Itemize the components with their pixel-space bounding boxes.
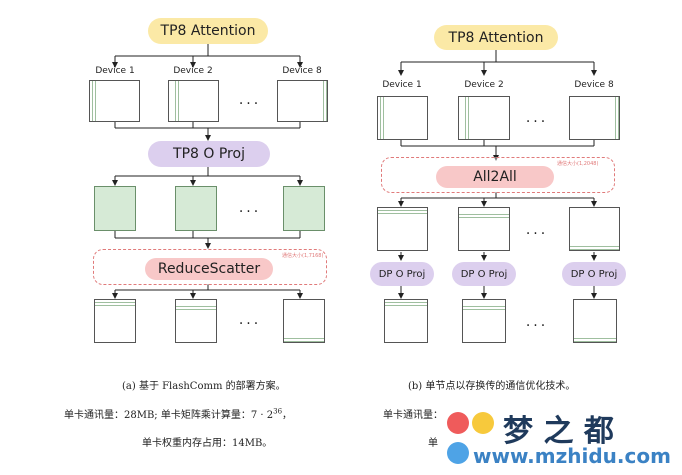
right-tp8-attention-node: TP8 Attention (434, 25, 558, 50)
watermark-url: www.mzhidu.com (473, 444, 671, 468)
right-caption: (b) 单节点以存换传的通信优化技术。 (408, 381, 576, 392)
watermark-red-chat-icon (447, 412, 469, 434)
left-tp8-attention-node: TP8 Attention (148, 18, 268, 44)
left-device-2-weight (168, 80, 219, 122)
right-device-ellipsis: ... (525, 110, 549, 126)
watermark-brand: 梦 之 都 (503, 414, 614, 449)
left-tp8-oproj-node: TP8 O Proj (148, 141, 270, 167)
right-shard-8 (569, 207, 620, 251)
right-device-1-weight (377, 96, 428, 140)
right-note-memory: 单 (428, 438, 438, 449)
left-note-comm: 单卡通讯量：28MB; 单卡矩阵乘计算量：7 · 236， (64, 407, 293, 421)
right-note-comm: 单卡通讯量： (383, 410, 443, 421)
watermark-blue-chat-icon (447, 442, 469, 464)
right-shard-2 (458, 207, 510, 251)
right-dp-oproj-2: DP O Proj (452, 262, 516, 286)
right-device-8-weight (569, 96, 620, 140)
left-output-ellipsis: ... (238, 200, 262, 216)
left-output-8 (283, 186, 325, 231)
left-result-2 (175, 299, 217, 343)
right-comm-size-note: 通信大小(1,2048) (557, 161, 599, 167)
right-result-2 (462, 299, 506, 343)
left-device-1-weight (89, 80, 140, 122)
right-device-2-weight (458, 96, 510, 140)
right-all2all-node: All2All (436, 166, 554, 188)
left-device-ellipsis: ... (238, 92, 262, 108)
left-device-8-weight (277, 80, 328, 122)
right-dp-oproj-8: DP O Proj (562, 262, 626, 286)
left-result-ellipsis: ... (238, 312, 262, 328)
left-result-8 (283, 299, 325, 343)
left-device-2-label: Device 2 (173, 66, 213, 76)
right-result-8 (573, 299, 617, 343)
left-caption: (a) 基于 FlashComm 的部署方案。 (122, 381, 286, 392)
right-shard-1 (377, 207, 428, 251)
left-device-1-label: Device 1 (95, 66, 135, 76)
right-device-2-label: Device 2 (464, 80, 504, 90)
right-device-8-label: Device 8 (574, 80, 614, 90)
left-note-memory: 单卡权重内存占用：14MB。 (142, 438, 273, 449)
watermark-yellow-chat-icon (472, 412, 494, 434)
right-dp-oproj-1: DP O Proj (370, 262, 434, 286)
right-result-ellipsis: ... (525, 314, 549, 330)
right-result-1 (384, 299, 428, 343)
left-comm-size-note: 通信大小(1,7168) (282, 253, 324, 259)
right-shard-ellipsis: ... (525, 222, 549, 238)
left-device-8-label: Device 8 (282, 66, 322, 76)
right-device-1-label: Device 1 (382, 80, 422, 90)
left-reducescatter-node: ReduceScatter (145, 258, 273, 280)
left-output-2 (175, 186, 217, 231)
left-output-1 (94, 186, 136, 231)
left-result-1 (94, 299, 136, 343)
